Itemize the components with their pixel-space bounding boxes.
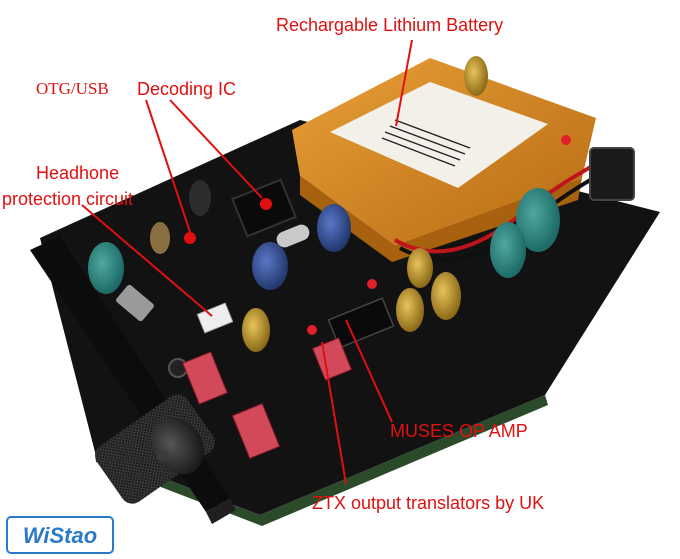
volume-knob [95, 394, 215, 504]
red-led [307, 325, 317, 335]
capacitor [407, 248, 433, 288]
headphone-annotation-line2: protection circuit [2, 189, 134, 209]
film-capacitor [182, 351, 228, 405]
capacitor [242, 308, 270, 352]
capacitor [490, 222, 526, 278]
capacitor [396, 288, 424, 332]
headphone-annotation-line1: Headhone [36, 163, 120, 183]
capacitor [189, 180, 211, 216]
red-led [367, 279, 377, 289]
capacitor [516, 188, 560, 252]
capacitor [464, 56, 488, 96]
marker-dot [260, 198, 272, 210]
usb-port [116, 284, 154, 322]
capacitor [150, 222, 170, 254]
film-capacitor [231, 403, 281, 459]
crystal [276, 224, 310, 248]
marker-dot [184, 232, 196, 244]
red-led [561, 135, 571, 145]
battery-annotation: Rechargable Lithium Battery [276, 15, 504, 35]
pcb-edge [95, 395, 548, 526]
otg-usb-annotation: OTG/USB [36, 79, 109, 98]
pointer-lines [81, 39, 413, 485]
muses-annotation: MUSES OP AMP [390, 421, 528, 441]
battery-label [330, 82, 548, 188]
capacitor [88, 242, 124, 294]
white-connector [196, 302, 234, 334]
ztx-annotation: ZTX output translators by UK [312, 493, 545, 513]
decoding-ic-annotation: Decoding IC [137, 79, 237, 99]
capacitor [431, 272, 461, 320]
svg-text:WiStao: WiStao [23, 523, 97, 548]
wistao-logo: WiStao [6, 516, 114, 554]
capacitor [252, 242, 288, 290]
dc-jack [589, 147, 635, 201]
muses-opamp [327, 297, 395, 349]
lithium-battery [292, 58, 596, 262]
capacitor [317, 204, 351, 252]
